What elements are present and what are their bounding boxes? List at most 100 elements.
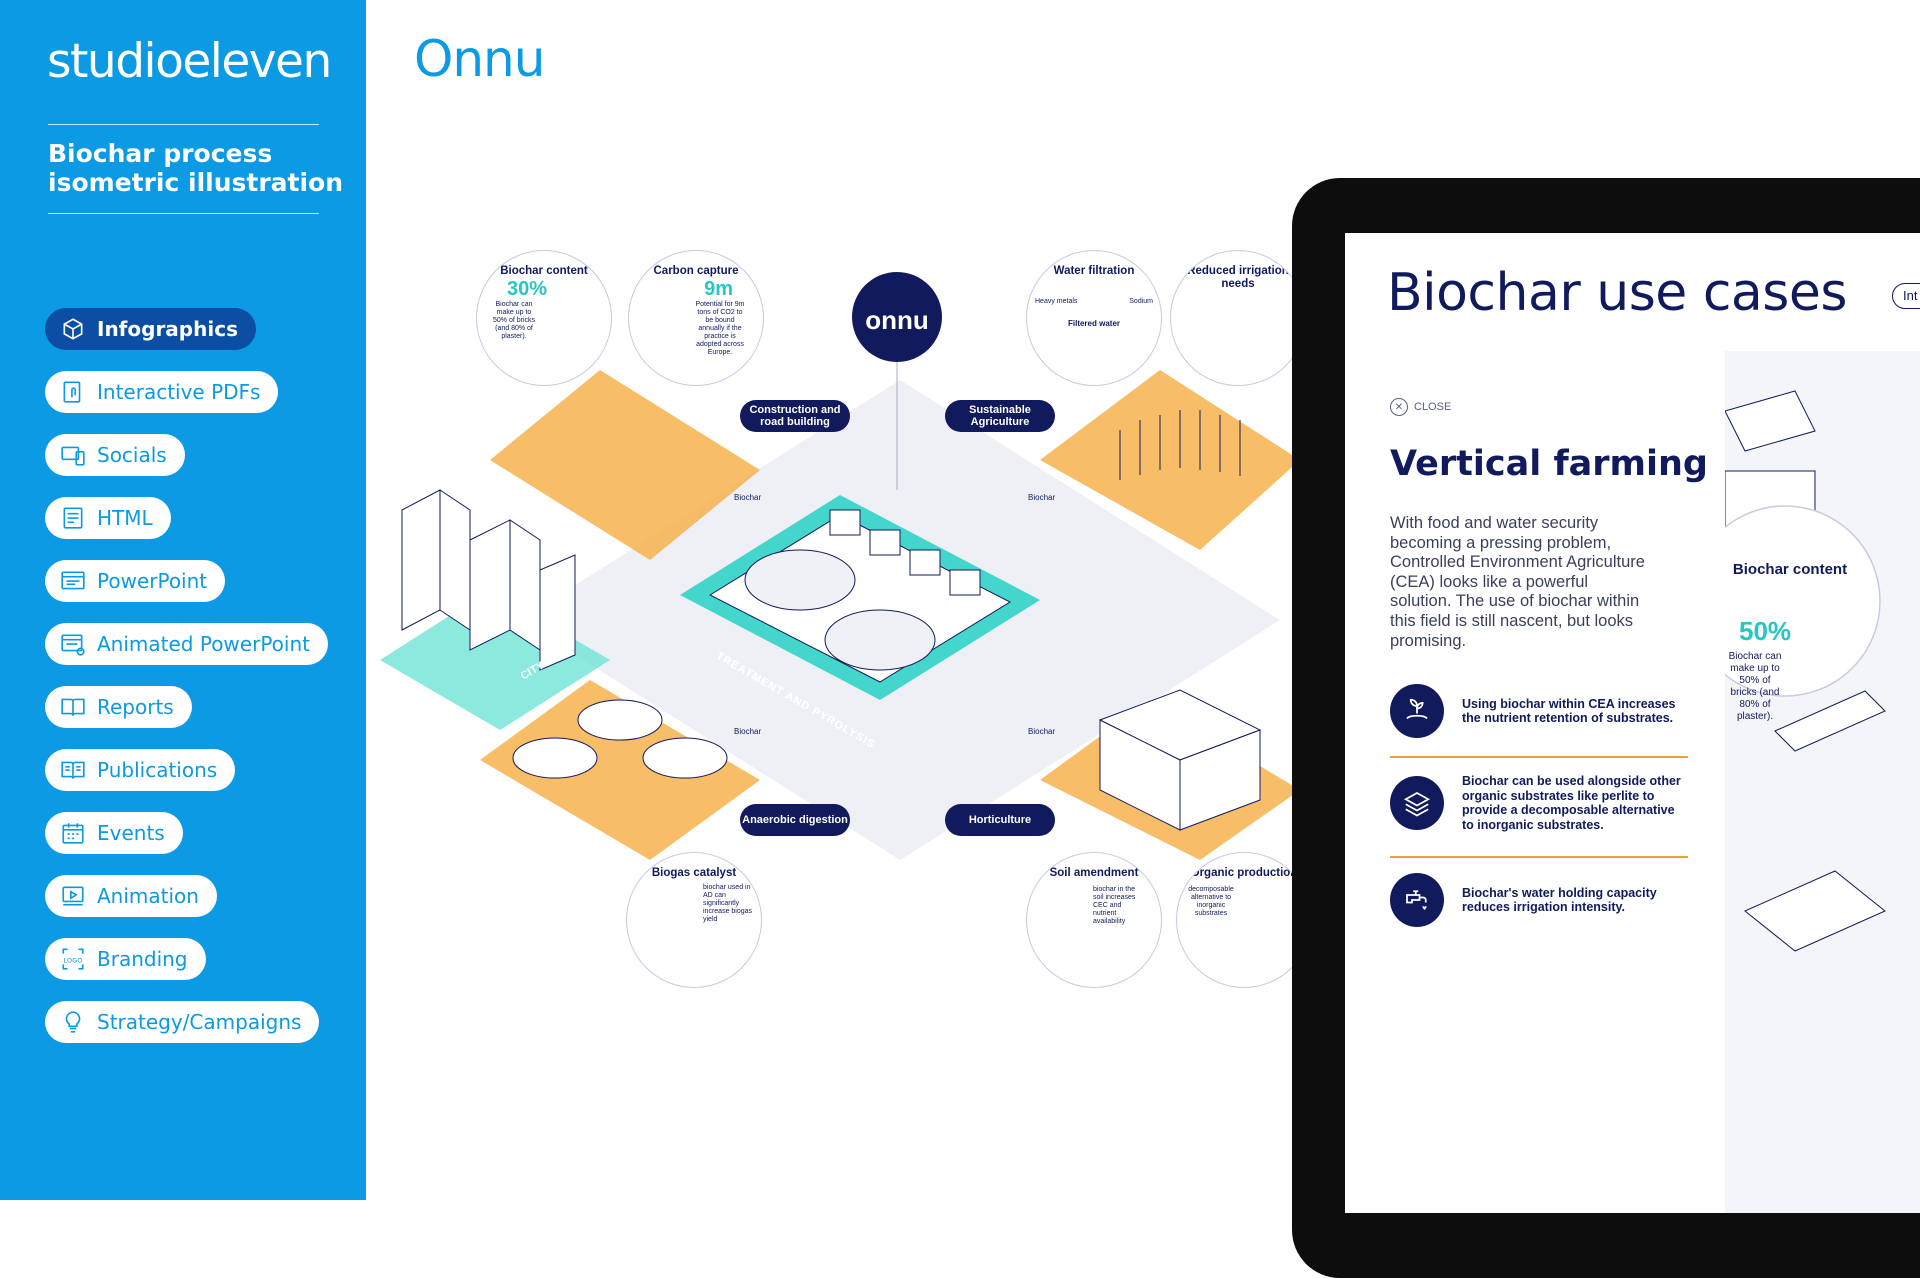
bullet-text: Biochar can be used alongside other orga… (1462, 774, 1681, 832)
nav-label: Events (97, 821, 165, 845)
calendar-icon (59, 819, 87, 847)
tab-chip[interactable]: Int (1892, 283, 1920, 309)
nav-animation[interactable]: Animation (45, 875, 217, 917)
screen-header: Biochar use cases Int (1345, 233, 1920, 352)
circle-label-bottom: Filtered water (1067, 319, 1120, 328)
circle-biogas-catalyst[interactable]: Biogas catalyst biochar used in AD can s… (626, 852, 762, 988)
side-circle-title: Biochar content (1732, 561, 1848, 578)
screen-title: Biochar use cases (1387, 263, 1847, 323)
nav-label: Socials (97, 443, 167, 467)
bullet-divider (1390, 756, 1688, 758)
tablet-screen: Biochar use cases Int ✕ CLOSE Vertical f… (1345, 233, 1920, 1213)
bullet-item: Biochar can be used alongside other orga… (1390, 774, 1688, 832)
nav-label: Reports (97, 695, 174, 719)
agriculture-tile (1040, 370, 1300, 550)
nav-interactive-pdfs[interactable]: Interactive PDFs (45, 371, 279, 413)
circle-title: Biochar content (500, 265, 588, 277)
panel-title: Vertical farming (1390, 444, 1708, 484)
svg-text:LOGO: LOGO (64, 956, 83, 964)
greenhouse (1098, 689, 1262, 831)
sidebar: studioeleven Biochar process isometric i… (0, 0, 366, 1200)
detail-panel: ✕ CLOSE Vertical farming With food and w… (1345, 351, 1725, 1213)
circle-text: decomposable alternative to inorganic su… (1188, 886, 1234, 917)
circle-reduced-irrigation[interactable]: Reduced irrigation needs (1170, 250, 1306, 386)
biochar-label: Biochar (1028, 493, 1056, 502)
layers-icon (1390, 776, 1444, 830)
lightbulb-icon (59, 1008, 87, 1036)
nav-socials[interactable]: Socials (45, 434, 185, 476)
side-illustration-art (1725, 390, 1886, 952)
nav-animated-powerpoint[interactable]: Animated PowerPoint (45, 623, 328, 665)
pill-sustainable-agriculture[interactable]: Sustainable Agriculture (945, 400, 1055, 432)
pyrolysis-units (829, 509, 981, 596)
nav-label: Strategy/Campaigns (97, 1010, 302, 1034)
nav-branding[interactable]: LOGO Branding (45, 938, 206, 980)
biochar-label: Biochar (734, 727, 762, 736)
devices-icon (59, 441, 87, 469)
nav-label: Infographics (97, 317, 238, 341)
onnu-logo-text: onnu (865, 305, 929, 335)
close-button[interactable]: ✕ CLOSE (1390, 398, 1451, 416)
circle-title: Reduced irrigation needs (1187, 265, 1289, 290)
biochar-label: Biochar (734, 493, 762, 502)
circle-label-left: Heavy metals (1035, 298, 1078, 305)
nav-label: Animated PowerPoint (97, 632, 310, 656)
divider (48, 124, 319, 125)
nav-strategy-campaigns[interactable]: Strategy/Campaigns (45, 1001, 320, 1043)
divider (48, 213, 319, 214)
client-brand-title: Onnu (414, 30, 545, 88)
close-icon: ✕ (1390, 398, 1408, 416)
nav-label: HTML (97, 506, 153, 530)
pill-horticulture[interactable]: Horticulture (945, 804, 1055, 836)
nav-events[interactable]: Events (45, 812, 183, 854)
side-circle-value: 50% (1739, 616, 1792, 646)
animation-icon (59, 882, 87, 910)
circle-title: Water filtration (1053, 265, 1135, 277)
crop-field (1119, 410, 1241, 480)
circle-carbon-capture[interactable]: Carbon capture 9m Potential for 9m tons … (628, 250, 764, 386)
nav-reports[interactable]: Reports (45, 686, 192, 728)
circle-text: Potential for 9m tons of CO2 to be bound… (695, 301, 745, 356)
construction-tile (490, 370, 760, 560)
biochar-label: Biochar (1028, 727, 1056, 736)
nav-publications[interactable]: Publications (45, 749, 236, 791)
circle-text: Biochar can make up to 50% of bricks (an… (492, 301, 536, 340)
settling-tank (744, 549, 856, 611)
digester-tanks (512, 699, 728, 779)
bullet-divider (1390, 856, 1688, 858)
html-doc-icon (59, 504, 87, 532)
bullet-item: Using biochar within CEA increases the n… (1390, 684, 1688, 738)
bullet-item: Biochar's water holding capacity reduces… (1390, 873, 1688, 927)
circle-value: 30% (507, 278, 548, 300)
circle-biochar-content[interactable]: Biochar content 30% Biochar can make up … (476, 250, 612, 386)
circle-soil-amendment[interactable]: Soil amendment biochar in the soil incre… (1026, 852, 1162, 988)
pill-construction[interactable]: Construction and road building (740, 400, 850, 432)
project-subtitle: Biochar process isometric illustration (48, 139, 343, 197)
circle-text: biochar in the soil increases CEC and nu… (1093, 886, 1136, 925)
digestion-tile (480, 680, 760, 860)
nav-html[interactable]: HTML (45, 497, 171, 539)
side-circle-text: Biochar can make up to 50% of bricks (an… (1728, 651, 1782, 722)
circle-text: biochar used in AD can significantly inc… (703, 884, 753, 923)
studio-logo[interactable]: studioeleven (47, 34, 332, 89)
circle-water-filtration[interactable]: Water filtration Heavy metals Sodium Fil… (1026, 250, 1162, 386)
onnu-logo (852, 272, 942, 362)
infographic-illustration (380, 272, 1300, 860)
panel-text: With food and water security becoming a … (1390, 514, 1645, 650)
nav-infographics[interactable]: Infographics (45, 308, 256, 350)
circle-organic-production[interactable]: Organic production decomposable alternat… (1176, 852, 1312, 988)
nav-label: Interactive PDFs (97, 380, 261, 404)
city-tile (380, 590, 610, 730)
circle-title: Organic production (1190, 867, 1298, 879)
slides-icon (59, 567, 87, 595)
nav-label: Publications (97, 758, 218, 782)
settling-tank (824, 609, 936, 671)
logo-icon: LOGO (59, 945, 87, 973)
nav-powerpoint[interactable]: PowerPoint (45, 560, 226, 602)
side-illustration: Biochar content 50% Biochar can make up … (1725, 351, 1920, 1213)
close-label: CLOSE (1414, 401, 1452, 413)
bullet-text: Biochar's water holding capacity reduces… (1462, 885, 1657, 915)
pill-anaerobic-digestion[interactable]: Anaerobic digestion (740, 804, 850, 836)
subtitle-line-1: Biochar process (48, 139, 273, 168)
plant-soil-icon (1390, 684, 1444, 738)
